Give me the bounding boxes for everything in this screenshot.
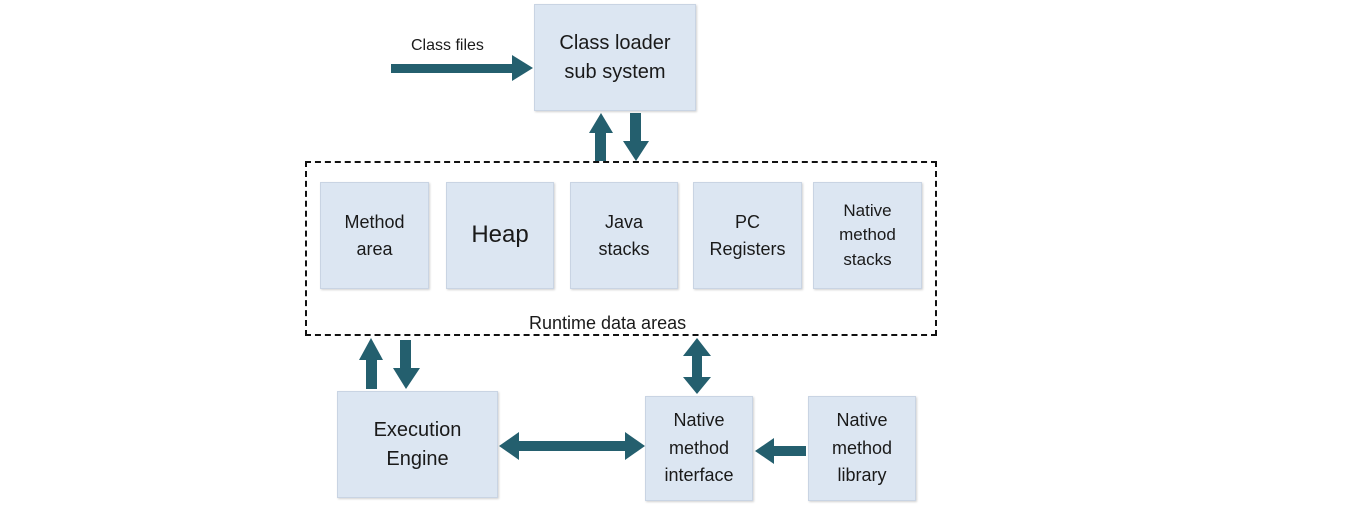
pc-registers-text: PC Registers: [709, 212, 786, 259]
runtime-data-areas-label: Runtime data areas: [525, 313, 691, 334]
arrow-down-from-class-loader: [623, 113, 649, 161]
execution-engine-box: Execution Engine: [337, 391, 498, 498]
native-method-interface-text: Native method interface: [664, 409, 734, 486]
native-method-stacks-box: Native method stacks: [813, 182, 922, 289]
heap-text: Heap: [471, 221, 529, 249]
arrow-class-files-to-loader: [391, 55, 533, 81]
native-method-interface-box: Native method interface: [645, 396, 753, 501]
native-method-stacks-text: Native method stacks: [839, 200, 896, 269]
java-stacks-box: Java stacks: [570, 182, 678, 289]
arrow-library-to-interface: [755, 438, 806, 464]
arrow-up-to-class-loader: [589, 113, 613, 161]
native-method-library-text: Native method library: [831, 409, 893, 486]
arrow-down-to-execution: [393, 340, 420, 389]
runtime-data-areas-container: [305, 161, 937, 336]
execution-engine-text: Execution Engine: [373, 418, 462, 470]
arrow-runtime-native-interface: [683, 338, 711, 394]
class-loader-text: Class loader sub system: [559, 31, 671, 83]
method-area-text: Method area: [344, 212, 405, 259]
native-method-library-box: Native method library: [808, 396, 916, 501]
java-stacks-text: Java stacks: [598, 212, 650, 259]
arrow-up-from-execution: [359, 338, 383, 389]
pc-registers-box: PC Registers: [693, 182, 802, 289]
class-files-label: Class files: [411, 37, 484, 54]
arrow-execution-native-interface: [499, 432, 645, 460]
method-area-box: Method area: [320, 182, 429, 289]
class-loader-box: Class loader sub system: [534, 4, 696, 111]
heap-box: Heap: [446, 182, 554, 289]
